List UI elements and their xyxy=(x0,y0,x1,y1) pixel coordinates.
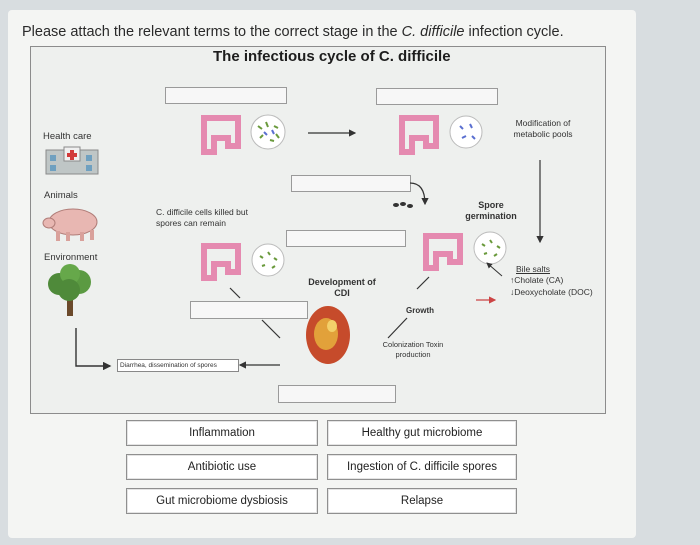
spore-germination-text: Spore germination xyxy=(465,200,517,221)
term-ingestion-of-spores[interactable]: Ingestion of C. difficile spores xyxy=(327,454,517,480)
drop-zone-6[interactable] xyxy=(278,385,396,403)
deoxycholate-text: ↓Deoxycholate (DOC) xyxy=(510,287,593,297)
drop-zone-2[interactable] xyxy=(376,88,498,105)
term-antibiotic-use[interactable]: Antibiotic use xyxy=(126,454,318,480)
drop-zone-4[interactable] xyxy=(286,230,406,247)
animals-label: Animals xyxy=(44,190,78,201)
diarrhea-text: Diarrhea, dissemination of spores xyxy=(117,359,239,372)
question-organism: C. difficile xyxy=(401,24,465,40)
gut-remaining-spores-icon xyxy=(201,243,285,281)
hospital-icon xyxy=(45,146,99,175)
modification-text: Modification of metabolic pools xyxy=(513,118,573,139)
term-relapse[interactable]: Relapse xyxy=(327,488,517,514)
drop-zone-5[interactable] xyxy=(190,301,308,319)
question-suffix: infection cycle. xyxy=(464,24,564,40)
drop-zone-1[interactable] xyxy=(165,87,287,104)
cells-killed-text: C. difficile cells killed but spores can… xyxy=(156,207,248,228)
pig-icon xyxy=(42,208,98,241)
question-prefix: Please attach the relevant terms to the … xyxy=(22,24,402,40)
cholate-text: ↑Cholate (CA) xyxy=(510,275,564,285)
term-healthy-gut-microbiome[interactable]: Healthy gut microbiome xyxy=(327,420,517,446)
health-care-label: Health care xyxy=(43,131,92,142)
spores-icon xyxy=(393,202,413,208)
environment-label: Environment xyxy=(44,252,98,263)
inflamed-colon-icon xyxy=(306,306,350,364)
gut-with-bacteria-icon xyxy=(201,114,286,155)
question-text: Please attach the relevant terms to the … xyxy=(22,24,564,40)
bile-salts-text: Bile salts xyxy=(516,264,551,274)
tree-icon xyxy=(48,264,91,316)
growth-text: Growth xyxy=(406,306,434,315)
colonization-text: Colonization Toxin production xyxy=(382,340,444,359)
diagram-title: The infectious cycle of C. difficile xyxy=(213,48,451,65)
development-of-cdi-text: Development of CDI xyxy=(308,277,376,298)
gut-colonized-icon xyxy=(399,115,483,155)
term-gut-microbiome-dysbiosis[interactable]: Gut microbiome dysbiosis xyxy=(126,488,318,514)
term-inflammation[interactable]: Inflammation xyxy=(126,420,318,446)
